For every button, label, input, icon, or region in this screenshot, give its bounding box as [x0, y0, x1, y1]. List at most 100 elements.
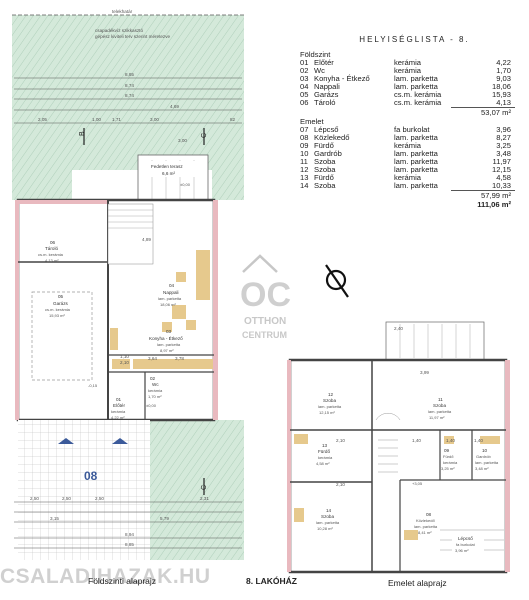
svg-text:11: 11: [438, 397, 443, 402]
svg-text:Fürdő: Fürdő: [318, 449, 330, 454]
upper-level: +3,05: [412, 481, 423, 486]
svg-text:8,97 m²: 8,97 m²: [160, 348, 174, 353]
watermark-text: CSALADIHAZAK.HU: [0, 565, 211, 588]
svg-text:CENTRUM: CENTRUM: [242, 330, 287, 340]
room-12: 12 Szoba lam. parketta 12,15 m²: [318, 392, 342, 415]
terrace: Fedetlen terasz 6,6 m² ±0,00: [137, 154, 209, 208]
upper-balcony: [385, 321, 485, 361]
svg-text:lam. parketta: lam. parketta: [428, 409, 452, 414]
schedule-title: HELYISÉGLISTA - 8.: [359, 35, 470, 44]
house-label: 8. LAKÓHÁZ: [246, 576, 297, 586]
svg-text:Tároló: Tároló: [45, 246, 58, 251]
svg-text:01: 01: [116, 397, 122, 402]
schedule-num: 02: [300, 66, 309, 75]
total-area: 111,06 m²: [477, 200, 511, 209]
svg-text:4,89: 4,89: [142, 237, 151, 242]
svg-text:Lépcső: Lépcső: [458, 536, 473, 541]
room-10: 10 Gardrób lam. parketta 3,48 m²: [475, 448, 499, 471]
schedule-area: 3,48: [496, 149, 511, 158]
schedule-num: 14: [300, 181, 309, 190]
svg-text:13: 13: [322, 443, 328, 448]
svg-text:05: 05: [58, 294, 64, 299]
svg-text:09: 09: [444, 448, 450, 453]
schedule-num: 01: [300, 58, 309, 67]
schedule-num: 07: [300, 125, 309, 134]
schedule-floor: kerámia: [394, 141, 422, 150]
schedule-floor: kerámia: [394, 173, 422, 182]
stairs-ground: [107, 203, 154, 265]
svg-text:02: 02: [150, 376, 156, 381]
schedule-floor: lam. parketta: [394, 181, 438, 190]
svg-text:3,99: 3,99: [420, 370, 429, 375]
schedule-num: 04: [300, 82, 309, 91]
room-hall: 01 Előtér kerámia 4,22 m²: [111, 397, 126, 420]
schedule-area: 11,97: [492, 157, 511, 166]
svg-text:Szoba: Szoba: [323, 398, 336, 403]
svg-text:03: 03: [166, 329, 172, 334]
room-living: 04 Nappali lam. parketta 18,06 m²: [158, 283, 182, 307]
svg-text:Szoba: Szoba: [321, 514, 334, 519]
svg-text:1,10: 1,10: [120, 354, 129, 359]
schedule-area: 4,22: [496, 58, 511, 67]
svg-text:Közlekedő: Közlekedő: [416, 518, 435, 523]
garden-area: [12, 15, 244, 560]
schedule-name: Szoba: [314, 181, 336, 190]
schedule-floor: lam. parketta: [394, 133, 438, 142]
svg-text:kerámia: kerámia: [148, 388, 163, 393]
north-arrow-icon: [325, 264, 349, 298]
schedule-row: 14 Szoba lam. parketta 10,33: [300, 182, 515, 190]
schedule-floor: lam. parketta: [394, 149, 438, 158]
svg-text:8,41 m²: 8,41 m²: [418, 530, 432, 535]
bottom-dims: 2,50 2,50 2,50 2,31 3,15 5,79 8,94 8,85: [30, 496, 209, 547]
schedule-num: 03: [300, 74, 309, 83]
dim-top-1: 8,85: [125, 72, 134, 77]
svg-text:2,10: 2,10: [120, 360, 129, 365]
svg-text:Szoba: Szoba: [433, 403, 446, 408]
schedule-num: 11: [300, 157, 308, 166]
svg-text:1,71: 1,71: [112, 117, 121, 122]
svg-text:82: 82: [230, 117, 236, 122]
section-marker-c-bottom: C: [201, 478, 208, 495]
svg-text:B: B: [79, 131, 86, 136]
svg-text:1,70 m²: 1,70 m²: [148, 394, 162, 399]
entry-paving: [18, 420, 150, 560]
schedule-floor: fa burkolat: [394, 125, 430, 134]
svg-text:lam. parketta: lam. parketta: [316, 520, 340, 525]
svg-text:-0,15: -0,15: [88, 383, 98, 388]
svg-text:Wc: Wc: [152, 382, 159, 387]
svg-text:lam. parketta: lam. parketta: [318, 404, 342, 409]
upper-plan-title: Emelet alaprajz: [388, 578, 447, 588]
schedule-area: 10,33: [491, 181, 511, 190]
svg-text:3,78: 3,78: [175, 356, 184, 361]
svg-text:kerámia: kerámia: [318, 455, 333, 460]
schedule-name: Fürdő: [314, 173, 334, 182]
upper-subtotal: 57,99 m²: [451, 190, 515, 200]
room-14: 14 Szoba lam. parketta 10,28 m²: [316, 508, 340, 531]
svg-text:Nappali: Nappali: [163, 290, 179, 295]
svg-text:C: C: [201, 485, 208, 490]
schedule-area: 15,93: [491, 90, 511, 99]
svg-text:3,15: 3,15: [50, 516, 59, 521]
svg-text:2,05: 2,05: [38, 117, 47, 122]
schedule-num: 08: [300, 133, 309, 142]
room-08: 08 Közlekedő lam. parketta 8,41 m²: [414, 512, 438, 535]
svg-text:Garázs: Garázs: [53, 301, 69, 306]
svg-text:3,00: 3,00: [150, 117, 159, 122]
schedule-area: 1,70: [496, 66, 511, 75]
schedule-area: 4,58: [496, 173, 511, 182]
ground-subtotal: 53,07 m²: [451, 107, 515, 117]
svg-text:OC: OC: [240, 276, 291, 314]
schedule-name: Előtér: [314, 58, 334, 67]
svg-text:08: 08: [426, 512, 432, 517]
room-11: 11 Szoba lam. parketta 11,97 m²: [428, 397, 452, 420]
svg-text:lam. parketta: lam. parketta: [414, 524, 438, 529]
svg-text:lam. parketta: lam. parketta: [157, 342, 181, 347]
ground-plan-title: Földszinti alaprajz: [88, 576, 157, 586]
schedule-floor: cs.m. kerámia: [394, 98, 442, 107]
svg-text:3,48 m²: 3,48 m²: [475, 466, 489, 471]
schedule-name: Szoba: [314, 157, 336, 166]
